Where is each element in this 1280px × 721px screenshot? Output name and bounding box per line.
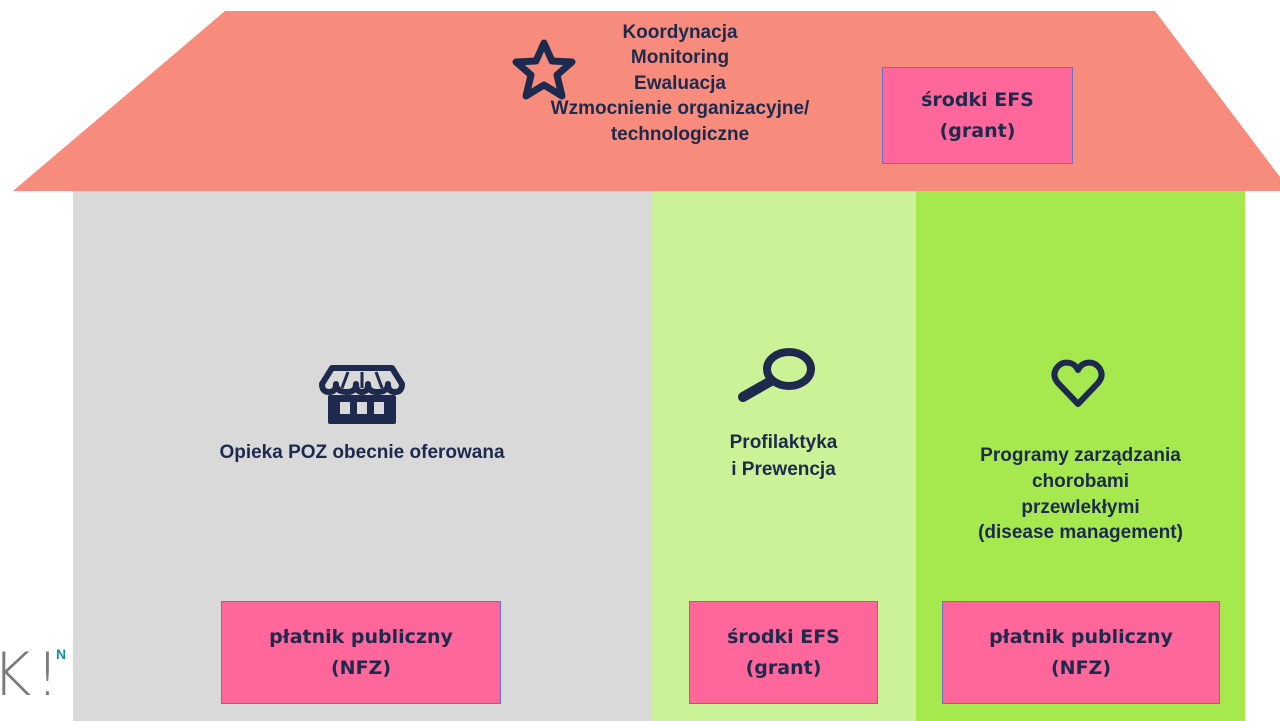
funding-line: płatnik publiczny (269, 626, 453, 649)
logo-text: K! (0, 640, 64, 710)
label-line: (disease management) (978, 522, 1183, 544)
funding-line: (NFZ) (1050, 656, 1112, 679)
funding-line: (NFZ) (330, 656, 392, 679)
label-line: Profilaktyka (729, 432, 838, 453)
roof-text: Koordynacja Monitoring Ewaluacja Wzmocni… (470, 20, 890, 147)
funding-line: środki EFS (921, 89, 1034, 112)
column-poz-label: Opieka POZ obecnie oferowana (219, 442, 505, 463)
roof-funding-box: środki EFS (grant) (882, 67, 1073, 164)
star-icon (512, 39, 576, 100)
funding-line: (grant) (939, 119, 1016, 142)
label-line: chorobami (1031, 470, 1130, 492)
funding-line: płatnik publiczny (989, 626, 1173, 649)
magnifier-icon (738, 348, 815, 402)
column-profilaktyka-label: Profilaktyka i Prewencja (651, 430, 916, 483)
roof-line: technologiczne (610, 123, 750, 145)
roof-line: Koordynacja (622, 22, 738, 43)
roof-line: Wzmocnienie organizacyjne/ (550, 98, 810, 120)
label-line: Programy zarządzania (980, 445, 1181, 466)
logo: K! N (0, 630, 72, 721)
store-icon (319, 365, 405, 424)
funding-line: środki EFS (727, 626, 840, 649)
label-line: i Prewencja (731, 458, 836, 480)
logo-superscript: N (56, 646, 67, 662)
funding-line: (grant) (745, 656, 822, 679)
disease-management-funding-box: płatnik publiczny (NFZ) (942, 601, 1220, 704)
profilaktyka-funding-box: środki EFS (grant) (689, 601, 878, 704)
column-disease-management-label: Programy zarządzania chorobami przewlekł… (916, 443, 1245, 546)
roof-line: Ewaluacja (634, 72, 726, 94)
heart-icon (1051, 359, 1105, 407)
poz-funding-box: płatnik publiczny (NFZ) (221, 601, 501, 704)
roof-line: Monitoring (630, 47, 730, 69)
label-line: przewlekłymi (1021, 496, 1140, 518)
